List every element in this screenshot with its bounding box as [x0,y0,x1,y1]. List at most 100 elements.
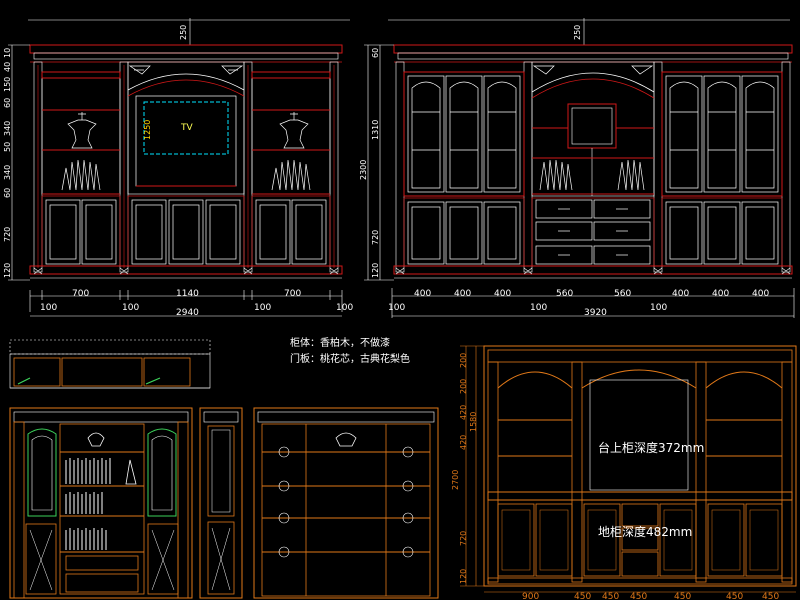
urn-ornament-left [67,112,97,149]
svg-text:700: 700 [284,289,301,299]
top-dimension-right [388,18,790,45]
center-open-section [531,61,655,197]
books-right [271,159,311,191]
material-note: 柜体：香柏木，不做漆 门板：桃花芯，古典花梨色 [290,336,410,365]
corner-ornaments-center-right [532,65,654,75]
material-note-line2: 门板：桃花芯，古典花梨色 [290,352,410,365]
svg-text:120: 120 [371,263,380,278]
columns-left [33,61,339,273]
svg-text:720: 720 [459,531,468,546]
svg-text:100: 100 [530,303,547,313]
svg-text:450: 450 [630,592,647,600]
svg-text:340: 340 [3,121,12,136]
urn-ornament-right [279,112,309,149]
plan-view-top [9,339,211,389]
svg-text:50: 50 [3,142,12,152]
svg-text:1580: 1580 [469,412,478,432]
svg-text:340: 340 [3,165,12,180]
dim-tv-height: 1250 [143,120,152,140]
cornice-right [393,44,793,63]
lower-doors-left [41,195,121,267]
svg-text:400: 400 [454,289,471,299]
side-dimension-left [8,44,30,281]
lower-doors-right [251,195,331,267]
top-dimension-left [28,18,350,45]
svg-text:10: 10 [3,48,12,58]
side-dimension-right [364,44,394,281]
svg-text:400: 400 [494,289,511,299]
svg-text:700: 700 [72,289,89,299]
svg-text:450: 450 [762,592,779,600]
material-note-line1: 柜体：香柏木，不做漆 [290,336,390,349]
svg-text:400: 400 [672,289,689,299]
svg-text:120: 120 [3,263,12,278]
elevation-bottom-left [9,407,193,599]
svg-text:420: 420 [459,435,468,450]
svg-text:200: 200 [459,379,468,394]
svg-text:720: 720 [371,230,380,245]
svg-text:60: 60 [371,48,380,58]
svg-text:450: 450 [574,592,591,600]
glass-doors-right-group [661,71,783,197]
svg-text:720: 720 [3,227,12,242]
svg-text:900: 900 [522,592,539,600]
bottom-dim-labels-right: 100 400 400 400 100 560 560 100 400 400 … [388,289,769,318]
bottom-dimension-left [29,290,343,317]
svg-text:60: 60 [3,188,12,198]
glass-doors-left-group [403,71,525,197]
svg-text:450: 450 [674,592,691,600]
plinth-left [29,265,343,279]
svg-text:1140: 1140 [176,289,199,299]
svg-text:100: 100 [40,303,57,313]
lower-doors-center [127,195,245,267]
svg-text:100: 100 [650,303,667,313]
carcass-elevation [253,407,439,599]
svg-text:120: 120 [459,569,468,584]
columns-right [395,61,791,273]
elevation-right: 250 [359,18,795,318]
tv-label: TV [180,123,193,133]
svg-text:150: 150 [3,77,12,92]
svg-text:100: 100 [254,303,271,313]
svg-text:560: 560 [556,289,573,299]
svg-text:60: 60 [3,98,12,108]
elevation-left: 250 [3,18,353,318]
cornice-left [29,44,343,63]
svg-text:200: 200 [459,353,468,368]
svg-text:400: 400 [752,289,769,299]
bottom-dim-labels-left: 100 700 100 1140 100 700 100 2940 [40,289,353,318]
svg-text:3920: 3920 [584,308,607,318]
corner-ornaments-tv [128,65,244,75]
lower-doors-right-elev [403,197,783,267]
svg-text:2700: 2700 [451,470,460,490]
svg-text:450: 450 [726,592,743,600]
svg-text:420: 420 [459,405,468,420]
side-section-view [199,407,243,599]
svg-text:560: 560 [614,289,631,299]
svg-text:400: 400 [414,289,431,299]
svg-text:2300: 2300 [359,160,368,180]
svg-text:2940: 2940 [176,308,199,318]
svg-text:100: 100 [336,303,353,313]
upper-depth-note: 台上柜深度372mm [598,440,704,455]
side-dim-labels-right: 60 1310 2300 720 120 [359,48,380,278]
tv-section [127,61,245,195]
bottom-dimension-right [391,288,795,318]
svg-text:40: 40 [3,62,12,72]
elevation-bottom-right [460,345,797,593]
lower-depth-note: 地柜深度482mm [598,524,692,539]
svg-text:100: 100 [122,303,139,313]
plinth-right [393,265,793,279]
left-cabinet-shelves [41,71,121,195]
right-cabinet-shelves [251,71,331,195]
svg-text:100: 100 [388,303,405,313]
side-dim-labels-bottom-right: 200 200 420 420 1580 2700 720 120 [451,353,478,584]
dim-top-height-left: 250 [179,25,188,40]
svg-text:450: 450 [602,592,619,600]
svg-text:1310: 1310 [371,120,380,140]
books-left [61,159,101,191]
side-dim-labels-left: 10 40 150 60 340 50 340 60 720 120 [3,48,12,278]
bottom-dim-labels-bottom-right: 900 450 450 450 450 450 450 [522,592,779,600]
dim-top-height-right: 250 [573,25,582,40]
